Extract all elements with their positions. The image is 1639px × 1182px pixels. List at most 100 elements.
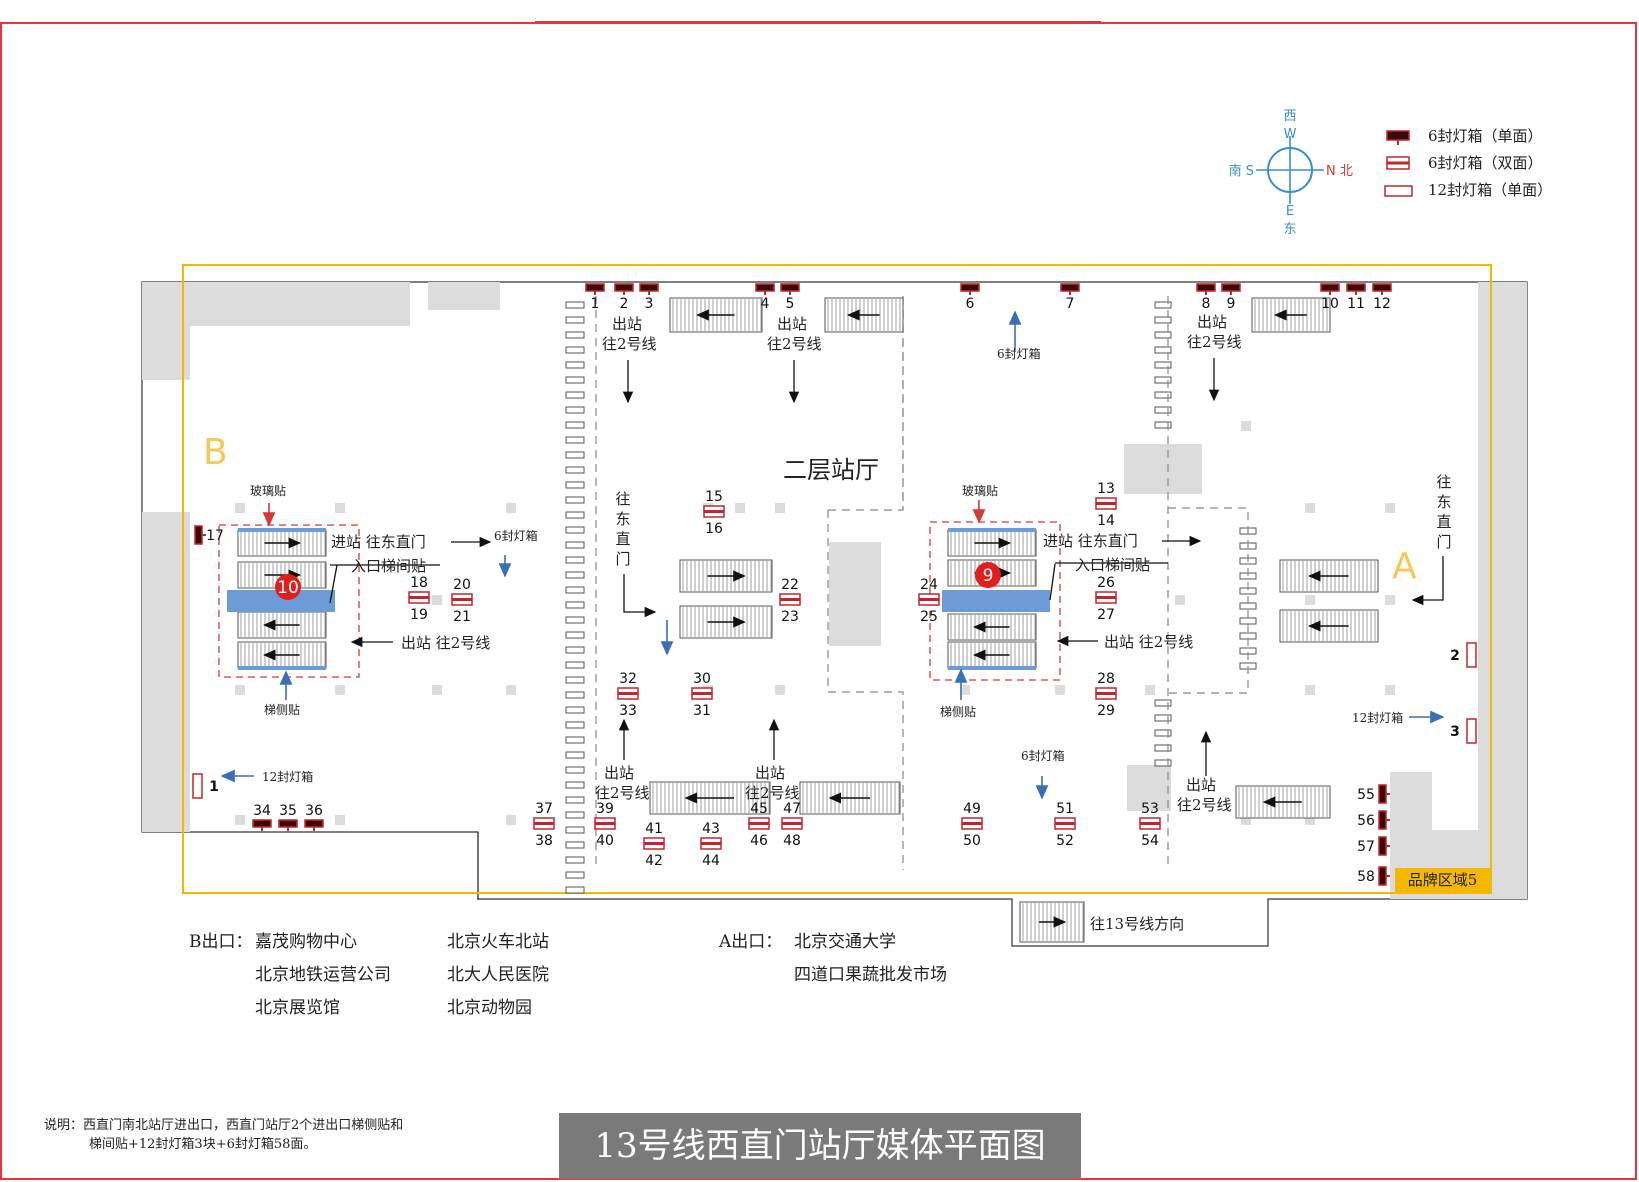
lightbox-number: 57 [1357, 839, 1375, 855]
badge-10 [275, 574, 301, 600]
lightbox-number: 47 [783, 801, 801, 817]
lightbox-single-2: 2 [614, 283, 634, 312]
svg-text:直: 直 [615, 530, 630, 548]
lightbox-number: 6 [966, 296, 975, 312]
compass-east-en: E [1286, 204, 1294, 219]
lightbox-number: 54 [1141, 833, 1159, 849]
lightbox-number: 2 [1450, 648, 1460, 664]
legend-label-double: 6封灯箱（双面） [1428, 154, 1543, 172]
escalator [669, 297, 763, 333]
lightbox-single-8: 8 [1196, 283, 1216, 312]
lightbox-number: 25 [920, 609, 938, 625]
gap-label-b: 入口梯间贴 [351, 557, 426, 575]
exit-bot1-b: 往2号线 [595, 784, 650, 802]
page-frame [0, 22, 1637, 1180]
exit-a-dest: 四道口果蔬批发市场 [794, 965, 947, 985]
escalator [237, 529, 327, 557]
lightbox-number: 26 [1097, 575, 1115, 591]
lightbox-single-10: 10 [1320, 283, 1340, 312]
glass-arrows [262, 500, 986, 527]
lightbox-number: 42 [645, 853, 663, 869]
side-label-b: 梯侧贴 [264, 703, 300, 717]
svg-text:门: 门 [615, 550, 630, 568]
zone-a-letter: A [1392, 546, 1417, 587]
exit-a-dest: 北京交通大学 [794, 932, 896, 952]
lightbox-number: 17 [206, 528, 224, 544]
exit-a-col1: 北京交通大学 四道口果蔬批发市场 [794, 926, 947, 992]
lightbox-number: 44 [702, 853, 720, 869]
exit-b-col1: 嘉茂购物中心 北京地铁运营公司 北京展览馆 [255, 926, 391, 1025]
media-arrows [220, 310, 1445, 800]
zone-outline [182, 264, 1492, 894]
svg-text:门: 门 [1436, 533, 1451, 551]
lightbox12-callout-1: 12封灯箱 [1352, 710, 1403, 725]
lightbox-large-3: 3 [1450, 718, 1477, 744]
exit-b-dest: 北京地铁运营公司 [255, 965, 391, 985]
escalator [237, 641, 327, 669]
lightbox-single-58: 58 [1357, 866, 1390, 886]
top-divider [535, 21, 1101, 23]
exit-bot1-a: 出站 [604, 764, 634, 782]
compass-north: N 北 [1326, 164, 1353, 179]
exit-label-a: 出站 往2号线 [1104, 633, 1193, 651]
lightbox-number: 9 [1227, 296, 1236, 312]
lightbox-number: 43 [702, 821, 720, 837]
lightbox-number: 36 [305, 803, 323, 819]
lightbox-number: 28 [1097, 671, 1115, 687]
exit-top3-a: 出站 [1197, 313, 1227, 331]
lightbox6-callout-2: 6封灯箱 [997, 346, 1041, 361]
escalator [1279, 559, 1379, 593]
lightbox-number: 32 [619, 671, 637, 687]
lightbox-single-11: 11 [1346, 283, 1366, 312]
glass-label-b: 玻璃贴 [250, 484, 286, 498]
lightbox-number: 3 [645, 296, 654, 312]
escalator [649, 781, 771, 815]
lightbox-number: 37 [535, 801, 553, 817]
exit-label-b: 出站 往2号线 [401, 634, 490, 652]
lightbox-number: 3 [1450, 724, 1460, 740]
lightbox-number: 29 [1097, 703, 1115, 719]
lightbox-single-12: 12 [1372, 283, 1392, 312]
lightbox-number: 56 [1357, 813, 1375, 829]
structure-blocks [142, 282, 1527, 899]
lightbox-single-9: 9 [1221, 283, 1241, 312]
badge-9-label: 9 [983, 566, 994, 586]
lightbox-number: 18 [410, 575, 428, 591]
escalator [947, 641, 1037, 669]
lightbox-single-7: 7 [1060, 283, 1080, 312]
lightbox-single-17: 17 [194, 525, 224, 545]
lightbox6-callout-1: 6封灯箱 [494, 528, 538, 543]
lightbox-number: 21 [453, 609, 471, 625]
side-label-a: 梯侧贴 [940, 705, 976, 719]
exit-bot3-b: 往2号线 [1177, 796, 1232, 814]
exit-bot2-b: 往2号线 [745, 784, 800, 802]
lightbox-double-43: 43 44 [700, 821, 722, 869]
lightbox-large-2: 2 [1450, 642, 1477, 668]
escalator [947, 613, 1037, 641]
hall-label: 二层站厅 [783, 456, 879, 484]
exit-b-dest: 北京火车北站 [447, 932, 549, 952]
badge-10-label: 10 [277, 578, 299, 598]
lightbox-large-1: 1 [192, 773, 219, 799]
lightbox-single-3: 3 [639, 283, 659, 312]
page-title: 13号线西直门站厅媒体平面图 [559, 1113, 1081, 1179]
flow-arrows [329, 358, 1444, 776]
exit-b-label: B出口： [189, 932, 253, 952]
lightbox-number: 1 [591, 296, 600, 312]
entry-label-a: 进站 往东直门 [1043, 532, 1138, 550]
to-line13-label: 往13号线方向 [1090, 915, 1184, 933]
compass-south: 南 S [1229, 163, 1254, 179]
entry-label-b: 进站 往东直门 [331, 533, 426, 551]
to-east-label-mid: 往东直门 [615, 490, 630, 568]
lightbox-number: 7 [1066, 296, 1075, 312]
exit-b-dest: 北大人民医院 [447, 965, 549, 985]
lightbox-number: 12 [1373, 296, 1391, 312]
compass-west-cn: 西 [1283, 109, 1296, 124]
escalator [1019, 901, 1085, 943]
escalator [679, 605, 773, 639]
svg-text:东: 东 [1436, 493, 1451, 511]
